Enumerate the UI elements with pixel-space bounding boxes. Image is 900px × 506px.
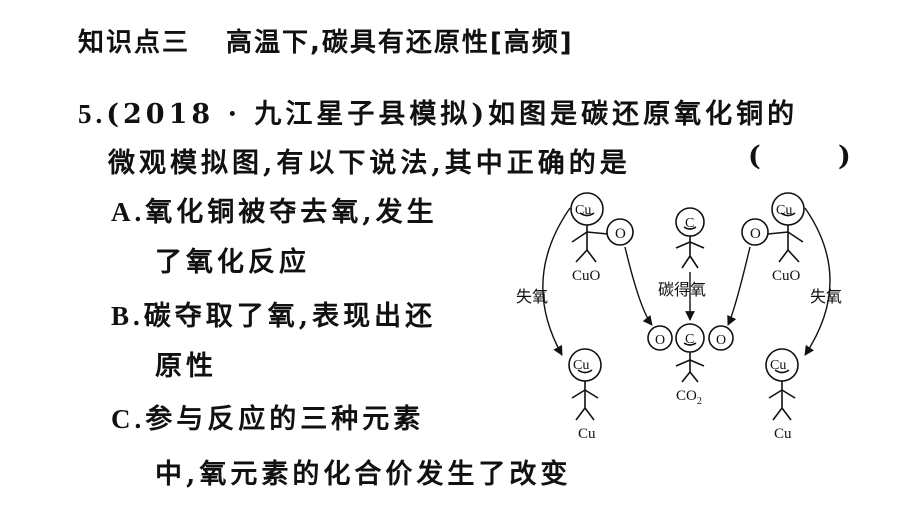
reaction-arrows (542, 207, 831, 356)
cuo-label-right: CuO (772, 268, 801, 284)
o-atom-right: O (750, 226, 761, 242)
cuo-figure-right (741, 192, 805, 263)
option-b-letter: B. (111, 301, 144, 331)
lose-oxygen-left: 失氧 (516, 288, 548, 306)
option-a-letter: A. (111, 197, 146, 227)
cu-atom-bottom-left: Cu (573, 358, 589, 373)
carbon-gain-oxygen: 碳得氧 (658, 281, 706, 299)
question-stem-1: 如图是碳还原氧化铜的 (488, 99, 799, 130)
option-a: A.氧化铜被夺去氧,发生 (111, 190, 438, 229)
co2-figure (647, 323, 734, 383)
c-atom-co2: C (685, 332, 694, 347)
option-a-text-1: 氧化铜被夺去氧,发生 (145, 197, 438, 228)
section-label: 知识点三 (78, 28, 191, 58)
option-c-cont: 中,氧元素的化合价发生了改变 (155, 452, 571, 491)
option-b-text-1: 碳夺取了氧,表现出还 (143, 301, 437, 332)
option-c-text-2: 中,氧元素的化合价发生了改变 (155, 459, 572, 490)
c-atom-center: C (685, 216, 694, 231)
section-tag: [高频] (489, 28, 574, 58)
lose-oxygen-right: 失氧 (810, 288, 842, 306)
reaction-diagram: Cu O CuO C Cu O CuO O C O CO2 (516, 192, 842, 442)
option-c-letter: C. (111, 404, 146, 434)
section-heading: 知识点三 高温下,碳具有还原性[高频] (78, 22, 574, 59)
question-source: (2018 · 九江星子县模拟) (106, 99, 489, 130)
answer-paren-open: ( (748, 141, 761, 172)
section-title: 高温下,碳具有还原性 (226, 28, 490, 58)
o-atom-co2-right: O (716, 333, 726, 348)
question-line-1: 5.(2018 · 九江星子县模拟)如图是碳还原氧化铜的 (78, 92, 798, 131)
option-b: B.碳夺取了氧,表现出还 (111, 294, 436, 333)
option-a-cont: 了氧化反应 (155, 240, 310, 279)
cu-label-left: Cu (578, 426, 596, 442)
option-b-cont: 原性 (155, 344, 217, 383)
question-stem-2: 微观模拟图,有以下说法,其中正确的是 (108, 148, 631, 179)
carbon-figure (675, 207, 705, 269)
cu-figure-left (568, 348, 602, 421)
cu-atom-left: Cu (575, 203, 591, 218)
option-a-text-2: 了氧化反应 (155, 247, 310, 278)
cu-figure-right (765, 348, 799, 421)
co2-label: CO2 (676, 388, 702, 407)
answer-paren-close: ) (838, 141, 851, 172)
o-atom-left: O (615, 226, 626, 242)
question-line-2: 微观模拟图,有以下说法,其中正确的是 (108, 141, 631, 180)
cu-atom-right: Cu (776, 203, 792, 218)
cuo-label-left: CuO (572, 268, 601, 284)
option-c-text-1: 参与反应的三种元素 (145, 404, 425, 435)
cuo-figure-left (570, 192, 634, 263)
o-atom-co2-left: O (655, 333, 665, 348)
option-b-text-2: 原性 (155, 351, 217, 382)
cu-atom-bottom-right: Cu (770, 358, 786, 373)
cu-label-right: Cu (774, 426, 792, 442)
option-c: C.参与反应的三种元素 (111, 397, 424, 436)
question-number: 5. (78, 99, 107, 129)
